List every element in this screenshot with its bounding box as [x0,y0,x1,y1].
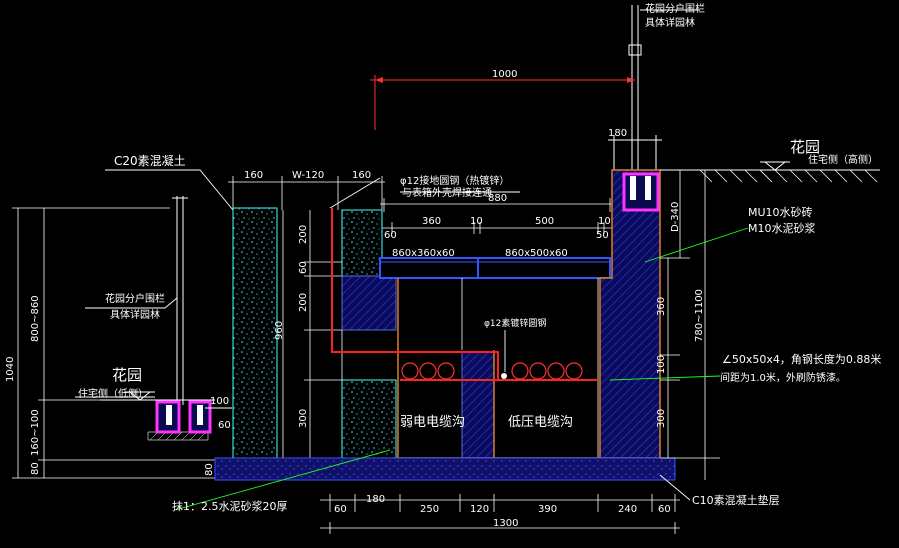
ground-steel-sublabel: 与表箱外壳焊接连通 [402,186,492,199]
ground-steel-label: φ12接地圆钢（热镀锌） [400,174,509,187]
low-trench-label: 低压电缆沟 [508,414,573,430]
dim-W-text: W-120 [292,170,324,181]
fence-post-top [628,5,700,185]
dim-1040-text: 1040 [5,357,16,382]
dim-160b-text: 160 [352,170,371,181]
bottom-240-text: 240 [618,504,637,515]
fence-footing-left [155,400,212,434]
dim-60b-text: 60 [298,261,309,274]
bottom-1300-text: 1300 [493,518,518,529]
dim-60c-text: 60 [218,420,231,431]
trench-middle-wall [461,351,495,459]
dim-100-text: 100 [210,396,229,407]
dim-160-100-text: 160~100 [30,409,41,456]
m10-label: M10水泥砂浆 [748,221,816,235]
dim-inner [380,222,612,234]
bottom-180-text: 180 [366,494,385,505]
fence-left-sublabel: 具体详园林 [110,308,160,321]
dim-50-text: 50 [596,230,609,241]
dim-180 [608,135,662,172]
plaster-label: 抹1：2.5水泥砂浆20厚 [172,499,288,513]
cable-circles [401,362,583,380]
ground-steel [331,208,598,381]
cover1-label: 860x360x60 [392,248,455,259]
dim-160a-text: 160 [244,170,263,181]
dim-bottom [320,494,680,534]
fence-left-label: 花园分户围栏 [105,292,165,305]
dimension-texts: 1000 180 160 W-120 160 880 360 10 500 10… [5,69,705,529]
dim-880 [380,198,612,212]
bottom-60b-text: 60 [658,504,671,515]
bottom-60a-text: 60 [334,504,347,515]
dim-200a-text: 200 [298,225,309,244]
bottom-390-text: 390 [538,504,557,515]
trench-wall-left-mid [341,275,397,331]
round-steel-label: φ12素镀锌圆钢 [484,317,546,329]
angle-steel-sublabel: 间距为1.0米，外刷防锈漆。 [720,371,846,384]
garden-left-label: 花园 [112,366,142,384]
dim-200b-text: 200 [298,293,309,312]
ground-line-left [100,391,215,441]
fence-top-label: 花园分户围栏 [645,2,705,15]
fence-post-left [172,196,188,405]
dim-80a-text: 80 [30,462,41,475]
dim-1000 [370,75,635,130]
bottom-250-text: 250 [420,504,439,515]
trench-wall-right [599,169,661,459]
leader-lines [75,169,749,511]
c10-base-slab [214,457,676,481]
dim-300-text: 300 [298,409,309,428]
dim-800-860-text: 800~860 [30,295,41,342]
dim-top-left [228,176,385,210]
dim-100v-text: 100 [656,355,667,374]
dim-1000-text: 1000 [492,69,517,80]
fence-top-sublabel: 具体详园林 [645,16,695,29]
trench-wall-left-bottom [341,379,397,459]
dim-360v-text: 360 [656,297,667,316]
bottom-120-text: 120 [470,504,489,515]
garden-right-label: 花园 [790,138,820,156]
dim-780-1100-text: 780~1100 [694,289,705,342]
dim-right-verticals [660,169,720,480]
dim-wall-verticals [282,210,345,458]
mu10-label: MU10水砂砖 [748,205,813,219]
dim-360-text: 360 [422,216,441,227]
c10-label: C10素混凝土垫层 [692,493,780,507]
house-low-label: 住宅侧（低侧） [78,387,148,400]
dim-10b-text: 10 [598,216,611,227]
trench-wall-left-top [341,209,383,277]
round-steel-point [501,373,507,379]
dim-10a-text: 10 [470,216,483,227]
dim-960-text: 960 [274,321,285,340]
dim-80b-text: 80 [204,463,215,476]
dim-180-text: 180 [608,128,627,139]
dim-left-verticals [12,207,215,479]
angle-steel-label: ∠50x50x4，角钢长度为0.88米 [722,352,881,366]
dim-880-text: 880 [488,193,507,204]
dim-D340-text: D-340 [670,202,681,232]
dim-300v-text: 300 [656,409,667,428]
weak-trench-label: 弱电电缆沟 [400,414,465,430]
trench-covers [379,257,611,279]
cover2-label: 860x500x60 [505,248,568,259]
fence-footing-right [622,172,660,212]
c20-label: C20素混凝土 [114,153,186,168]
house-high-label: 住宅侧（高侧） [808,153,878,166]
annotation-labels: 花园分户围栏 具体详园林 花园 住宅侧（高侧） C20素混凝土 φ12接地圆钢（… [78,2,881,513]
c20-concrete-column [232,207,278,459]
dim-60a-text: 60 [384,230,397,241]
dim-500-text: 500 [535,216,554,227]
